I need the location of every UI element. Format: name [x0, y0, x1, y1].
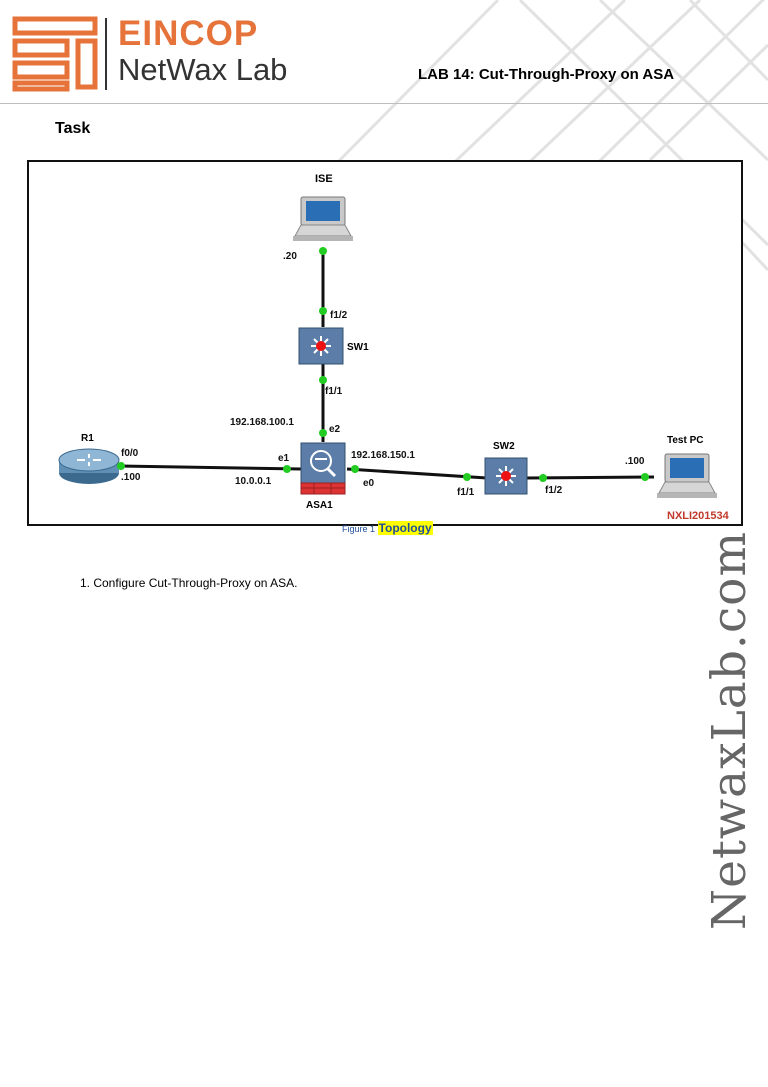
sw1-switch-icon[interactable]	[298, 327, 344, 365]
sw2-switch-icon[interactable]	[484, 457, 528, 495]
site-watermark: NetwaxLab.com	[702, 530, 757, 930]
header-divider	[0, 103, 768, 104]
link-r1-asa	[120, 464, 302, 471]
sw1-label: SW1	[347, 342, 369, 353]
sw2-label: SW2	[493, 441, 515, 452]
ise-label: ISE	[315, 173, 333, 185]
asa-firewall-icon[interactable]	[300, 442, 346, 495]
asa-e2-ip-label: 192.168.100.1	[230, 417, 294, 428]
link-sw2-pc	[526, 475, 655, 480]
asa-e0-ip-label: 192.168.150.1	[351, 450, 415, 461]
figure-watermark-id: NXLI201534	[667, 510, 730, 522]
section-title: Task	[55, 120, 91, 137]
task-item: 1. Configure Cut-Through-Proxy on ASA.	[80, 576, 298, 590]
r1-router-icon[interactable]	[58, 448, 120, 484]
testpc-label: Test PC	[667, 435, 704, 446]
brand-subtitle: NetWax Lab	[118, 52, 288, 87]
testpc-address-label: .100	[625, 456, 645, 467]
sw2-f11-label: f1/1	[457, 487, 475, 498]
r1-f00-label: f0/0	[121, 448, 139, 459]
figure-caption: Figure 1 Topology	[342, 521, 433, 536]
topology-diagram: ISE SW1 ASA1	[58, 173, 730, 522]
port-status-dots	[117, 247, 649, 482]
brand-name: EINCOP	[118, 14, 259, 53]
r1-label: R1	[81, 433, 94, 444]
asa-label: ASA1	[306, 500, 333, 511]
sw1-f11-label: f1/1	[325, 386, 343, 397]
asa-e0-label: e0	[363, 478, 375, 489]
sw2-f12-label: f1/2	[545, 485, 563, 496]
eincop-logo-icon	[12, 16, 107, 92]
caption-prefix: Figure 1	[342, 524, 376, 534]
asa-e2-label: e2	[329, 424, 341, 435]
sw1-f12-label: f1/2	[330, 310, 348, 321]
asa-e1-ip-label: 10.0.0.1	[235, 476, 272, 487]
network-links	[120, 254, 655, 480]
ise-address-label: .20	[283, 251, 297, 262]
r1-address-label: .100	[121, 472, 141, 483]
testpc-computer-icon[interactable]	[657, 453, 717, 498]
ise-computer-icon[interactable]	[293, 196, 353, 241]
caption-highlight: Topology	[377, 521, 433, 535]
topology-figure: ISE SW1 ASA1	[27, 160, 743, 526]
lab-title: LAB 14: Cut-Through-Proxy on ASA	[418, 66, 675, 83]
asa-e1-label: e1	[278, 453, 290, 464]
